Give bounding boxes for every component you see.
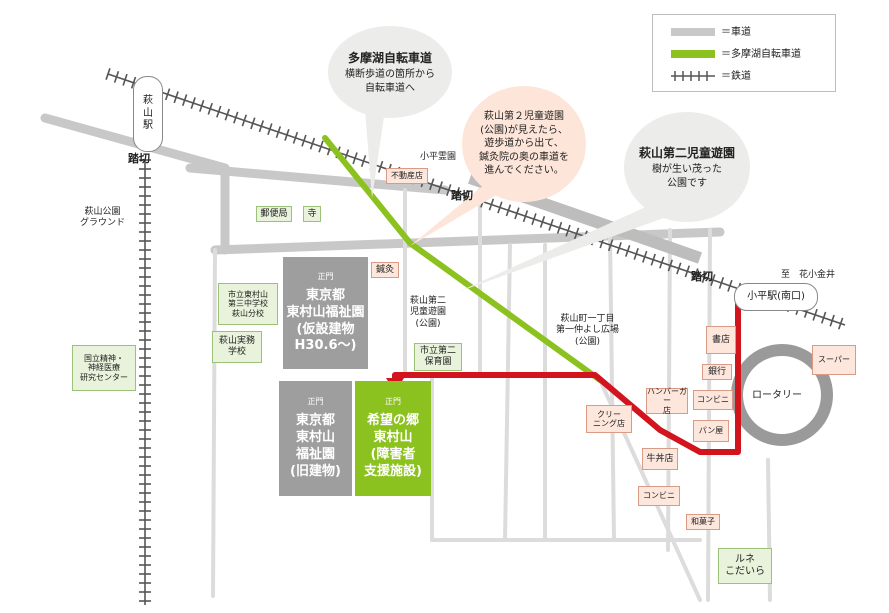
hamburger-shop: ハンバーガー 店 (646, 387, 688, 415)
bank: 銀行 (702, 364, 732, 380)
park-callout: 萩山第二児童遊園 樹が生い茂った 公園です (624, 112, 750, 222)
road-segment (706, 228, 712, 602)
legend-cycle: ＝多摩湖自転車道 (671, 45, 801, 60)
hagiyama-station-label: 萩 山 駅 (143, 95, 153, 132)
legend-rail-swatch (671, 71, 715, 81)
hagiyama-crossing-label: 踏切 (128, 152, 150, 165)
legend-cycle-label: ＝多摩湖自転車道 (721, 49, 801, 60)
kodaira-station: 小平駅(南口) (734, 283, 818, 311)
convenience-store-2: コンビニ (638, 486, 680, 506)
lune-kodaira: ルネ こだいら (718, 548, 772, 584)
road-network (40, 113, 772, 602)
tamako-callout-title: 多摩湖自転車道 (347, 51, 432, 65)
park-callout-pointer (458, 205, 672, 292)
tamako-cycle-path (322, 135, 603, 383)
tamako-callout-body: 横断歩道の箇所から 自転車道へ (345, 69, 435, 94)
bookstore: 書店 (706, 326, 736, 354)
bakery: パン屋 (693, 420, 729, 442)
legend-road-swatch (671, 28, 715, 36)
park-note-callout-body: 萩山第２児童遊園 (公園)が見えたら、 遊歩道から出て、 鍼灸院の奥の車道を 進… (479, 111, 569, 177)
hagiyama-park2-label: 萩山第二 児童遊園 (公園) (410, 296, 447, 329)
park-callout-title: 萩山第二児童遊園 (638, 146, 735, 160)
temple: 寺 (303, 206, 321, 222)
hagiyama-station: 萩 山 駅 (133, 76, 163, 152)
convenience-store-1: コンビニ (693, 390, 733, 410)
seibu-branch-railway (139, 159, 151, 605)
kibou-no-sato-building: 正門 希望の郷 東村山 (障害者 支援施設) (355, 381, 431, 496)
road-segment (503, 243, 512, 542)
hagiyama-jitsumu-school: 萩山実務 学校 (212, 331, 262, 363)
real-estate-office: 不動産店 (386, 168, 428, 184)
post-office: 郵便局 (256, 206, 292, 222)
rotary-label: ロータリー (752, 390, 802, 401)
map-legend: ＝車道 ＝多摩湖自転車道 ＝鉄道 (652, 14, 836, 92)
old-building-main-gate-label: 正門 (307, 397, 324, 407)
temp-building-name: 東京都 東村山福祉園 (仮設建物 H30.6～) (286, 287, 365, 354)
nursery-school: 市立第二 保育園 (414, 343, 462, 371)
legend-rail-label: ＝鉄道 (721, 71, 751, 82)
road-segment (185, 163, 450, 195)
japanese-sweets-shop: 和菓子 (686, 514, 720, 530)
legend-road: ＝車道 (671, 23, 751, 38)
park-callout-body: 樹が生い茂った 公園です (652, 164, 722, 189)
yoshi-park-label: 萩山町一丁目 第一仲よし広場 (公園) (556, 314, 620, 347)
legend-road-label: ＝車道 (721, 27, 751, 38)
tamako-callout: 多摩湖自転車道 横断歩道の箇所から 自転車道へ (328, 26, 452, 118)
kibou-building-name: 希望の郷 東村山 (障害者 支援施設) (364, 413, 422, 479)
fukushien-old-building: 正門 東京都 東村山 福祉園 (旧建物) (279, 381, 352, 496)
walking-route (392, 298, 741, 455)
hagiyama-ground-label: 萩山公園 グラウンド (80, 207, 126, 229)
fukushien-temporary-building: 正門 東京都 東村山福祉園 (仮設建物 H30.6～) (283, 257, 368, 369)
tamako-callout-pointer (365, 110, 385, 198)
ncnp-center: 国立精神・ 神経医療 研究センター (72, 345, 136, 391)
center-crossing-label: 踏切 (451, 189, 473, 202)
temp-building-main-gate-label: 正門 (317, 271, 334, 281)
acupuncture-clinic: 鍼灸 (371, 262, 399, 278)
park-note-callout: 萩山第２児童遊園 (公園)が見えたら、 遊歩道から出て、 鍼灸院の奥の車道を 進… (462, 86, 586, 202)
kodaira-crossing-label: 踏切 (691, 270, 713, 283)
to-hanakoganei-label: 至 花小金井 (781, 270, 836, 280)
supermarket: スーパー (812, 345, 856, 375)
legend-cycle-swatch (671, 50, 715, 58)
kodaira-station-label: 小平駅(南口) (747, 290, 805, 302)
legend-rail: ＝鉄道 (671, 67, 751, 82)
gyudon-shop: 牛丼店 (642, 448, 678, 470)
old-building-name: 東京都 東村山 福祉園 (旧建物) (290, 413, 341, 479)
road-segment (211, 248, 217, 598)
kibou-main-gate-label: 正門 (385, 397, 401, 407)
cleaning-shop: クリー ニング店 (586, 405, 632, 433)
kodaira-cemetery-label: 小平霊園 (420, 152, 457, 162)
higashimurayama-school3: 市立東村山 第三中学校 萩山分校 (218, 283, 278, 325)
